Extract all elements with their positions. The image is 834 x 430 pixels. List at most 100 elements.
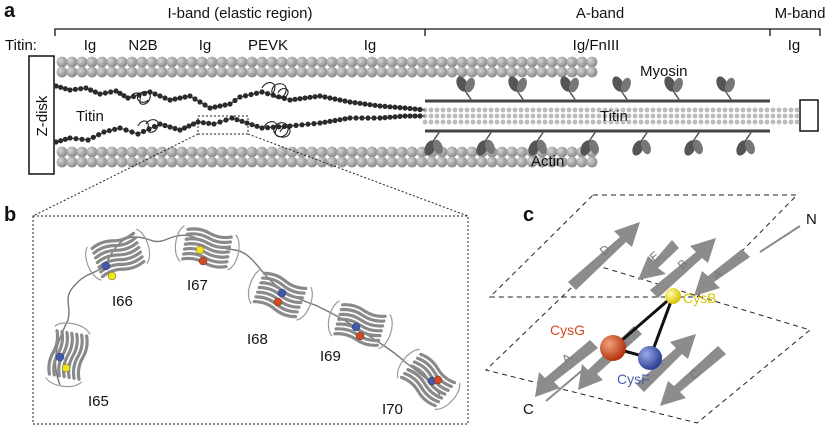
actin-bead bbox=[166, 146, 178, 158]
actin-bead bbox=[546, 66, 558, 78]
a-band-titin-bead bbox=[662, 113, 668, 119]
titin-bead bbox=[202, 102, 208, 108]
titin-bead bbox=[317, 93, 323, 99]
myosin-head bbox=[456, 76, 475, 102]
actin-bead bbox=[216, 66, 228, 78]
a-band-titin-bead bbox=[788, 107, 794, 113]
zoom-highlight bbox=[197, 115, 249, 135]
actin-bead bbox=[196, 66, 208, 78]
a-band-titin-bead bbox=[554, 107, 560, 113]
titin-bead bbox=[347, 99, 353, 105]
ig-strand bbox=[182, 246, 230, 259]
actin-bead bbox=[456, 66, 468, 78]
a-band-titin-bead bbox=[554, 119, 560, 125]
strand-b bbox=[650, 238, 716, 298]
actin-bead bbox=[316, 66, 328, 78]
actin-bead bbox=[116, 146, 128, 158]
a-band-titin-beads bbox=[422, 107, 800, 125]
actin-bead bbox=[546, 146, 558, 158]
m-band-bracket bbox=[770, 28, 821, 36]
myosin-head-lobe bbox=[612, 76, 624, 92]
actin-bead bbox=[126, 156, 138, 168]
titin-bead bbox=[102, 90, 108, 96]
a-band-titin-bead bbox=[596, 107, 602, 113]
actin-bead bbox=[516, 56, 528, 68]
a-band-titin-bead bbox=[542, 113, 548, 119]
actin-bead bbox=[156, 66, 168, 78]
a-band-titin-bead bbox=[620, 119, 626, 125]
myosin-head-lobe bbox=[716, 76, 728, 92]
a-band-titin-bead bbox=[440, 107, 446, 113]
actin-bead bbox=[566, 146, 578, 158]
titin-bead bbox=[387, 114, 393, 120]
actin-bead bbox=[176, 66, 188, 78]
actin-bead bbox=[566, 56, 578, 68]
a-band-titin-bead bbox=[524, 119, 530, 125]
actin-bead bbox=[126, 56, 138, 68]
a-band-titin-bead bbox=[524, 107, 530, 113]
actin-bead bbox=[176, 56, 188, 68]
a-band-titin-bead bbox=[560, 119, 566, 125]
a-band-titin-bead bbox=[596, 119, 602, 125]
actin-bead bbox=[546, 156, 558, 168]
actin-bead bbox=[386, 66, 398, 78]
titin-bead bbox=[237, 94, 243, 100]
actin-bead bbox=[366, 56, 378, 68]
a-band-titin-bead bbox=[536, 119, 542, 125]
titin-bead bbox=[402, 105, 408, 111]
a-band-titin-bead bbox=[704, 119, 710, 125]
a-band-titin-bead bbox=[722, 107, 728, 113]
a-band-titin-bead bbox=[584, 107, 590, 113]
actin-bead bbox=[556, 66, 568, 78]
a-band-titin-bead bbox=[452, 113, 458, 119]
ig-domain-i65 bbox=[45, 322, 91, 388]
titin-bead bbox=[151, 123, 158, 130]
a-band-titin-bead bbox=[650, 107, 656, 113]
beta-sheet-plane-bottom bbox=[485, 264, 812, 424]
a-band-titin-bead bbox=[590, 113, 596, 119]
titin-bead bbox=[297, 96, 303, 102]
actin-bead bbox=[346, 56, 358, 68]
a-band-titin-bead bbox=[464, 119, 470, 125]
bond-b-g bbox=[612, 294, 674, 350]
titin-bead bbox=[362, 101, 368, 107]
cys-f-label: CysF bbox=[617, 371, 650, 387]
myosin-head-lobe bbox=[725, 77, 735, 93]
actin-bead bbox=[396, 146, 408, 158]
actin-bead bbox=[416, 156, 428, 168]
a-band-titin-bead bbox=[494, 119, 500, 125]
actin-bead bbox=[526, 56, 538, 68]
titin-bead bbox=[223, 117, 229, 123]
ig-strand bbox=[92, 236, 137, 255]
a-band-titin-bead bbox=[716, 119, 722, 125]
titin-bead bbox=[177, 127, 183, 133]
actin-bead bbox=[136, 66, 148, 78]
domain-label-pevk: PEVK bbox=[248, 37, 288, 54]
a-band-titin-bead bbox=[770, 113, 776, 119]
a-band-titin-bead bbox=[746, 107, 752, 113]
ig-strand bbox=[90, 231, 136, 251]
myosin-head bbox=[684, 130, 703, 156]
a-band-titin-bead bbox=[482, 119, 488, 125]
actin-bead bbox=[96, 156, 108, 168]
ig-loop bbox=[45, 322, 91, 388]
a-band-titin-bead bbox=[788, 119, 794, 125]
titin-bead bbox=[121, 93, 127, 99]
titin-bead bbox=[337, 117, 343, 123]
titin-bead bbox=[217, 119, 223, 125]
actin-bead bbox=[336, 146, 348, 158]
cys-g-label: CysG bbox=[550, 322, 585, 338]
actin-bead bbox=[256, 146, 268, 158]
actin-bead bbox=[466, 56, 478, 68]
titin-bead bbox=[83, 85, 89, 91]
a-band-titin-bead bbox=[770, 107, 776, 113]
myosin-head-lobe bbox=[485, 139, 495, 155]
band-label-i: I-band (elastic region) bbox=[167, 5, 312, 22]
actin-bead bbox=[186, 56, 198, 68]
a-band-titin-bead bbox=[476, 107, 482, 113]
actin-bead bbox=[276, 66, 288, 78]
actin-bead bbox=[66, 146, 78, 158]
a-band-titin-bead bbox=[446, 107, 452, 113]
myosin-head bbox=[664, 76, 683, 102]
a-band-titin-bead bbox=[674, 107, 680, 113]
